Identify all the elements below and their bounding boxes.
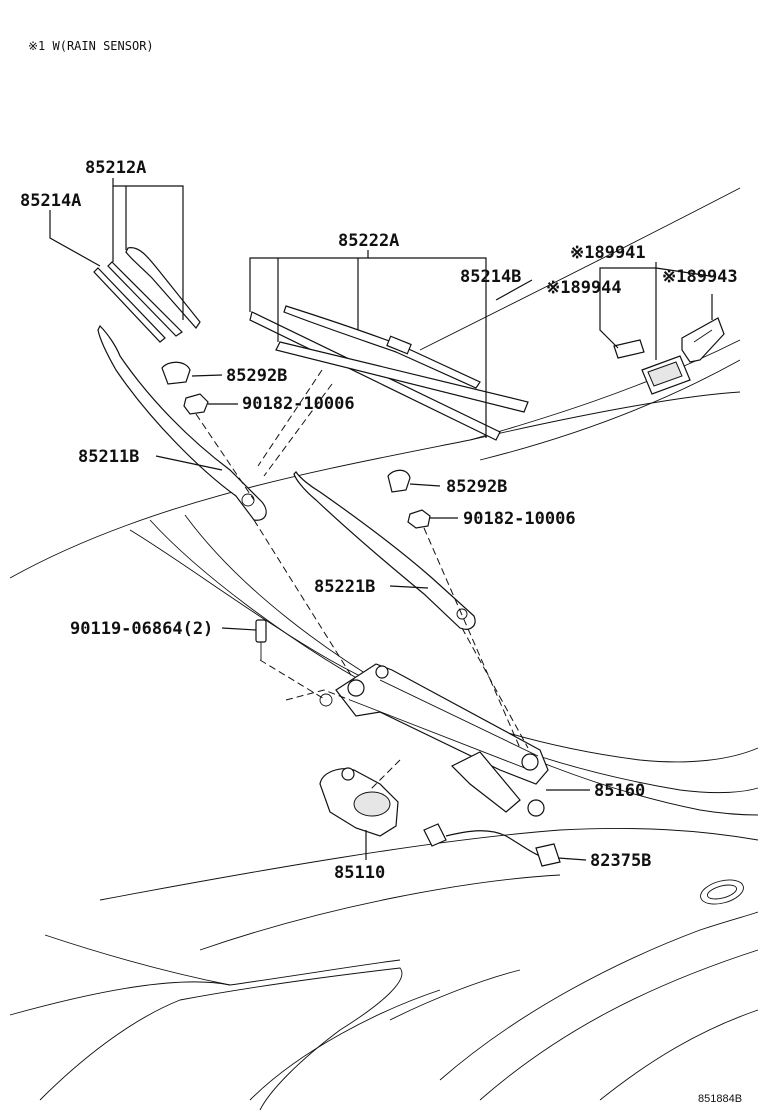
rain-sensor-89944 <box>613 339 645 359</box>
label-90182-10006-2: 90182-10006 <box>463 509 576 529</box>
label-90119-06864: 90119-06864(2) <box>70 619 213 639</box>
label-89944: ※189944 <box>546 278 622 298</box>
leader-lines <box>49 178 713 861</box>
cap-85292B-1 <box>161 361 191 385</box>
label-85214A: 85214A <box>20 191 81 211</box>
label-85211B: 85211B <box>78 447 139 467</box>
nut-90182-10006-1 <box>183 393 209 415</box>
label-85212A: 85212A <box>85 158 146 178</box>
wiper-blade-85222A <box>249 305 529 441</box>
bolt-90119-06864 <box>255 619 267 660</box>
nut-90182-10006-2 <box>407 509 431 529</box>
wiper-arm-85211B <box>97 324 267 521</box>
label-85110: 85110 <box>334 863 385 883</box>
car-body-outline <box>9 187 759 1111</box>
cap-85292B-2 <box>387 469 411 493</box>
label-85222A: 85222A <box>338 231 399 251</box>
label-85160: 85160 <box>594 781 645 801</box>
label-89941: ※189941 <box>570 243 646 263</box>
rain-sensor-89941 <box>641 355 691 395</box>
wiper-arm-85221B <box>293 471 476 630</box>
diagram-reference-id: 851884B <box>698 1093 742 1105</box>
label-85221B: 85221B <box>314 577 375 597</box>
dashed-guide-lines <box>195 369 529 791</box>
rain-sensor-cover-89943 <box>681 317 725 363</box>
label-90182-10006-1: 90182-10006 <box>242 394 355 414</box>
wiper-link-85160 <box>319 663 549 817</box>
note-rain-sensor: ※1 W(RAIN SENSOR) <box>28 39 154 53</box>
label-85292B-1: 85292B <box>226 366 287 386</box>
label-89943: ※189943 <box>662 267 738 287</box>
connector-82375B <box>423 823 561 867</box>
label-85214B: 85214B <box>460 267 521 287</box>
wiper-motor-85110 <box>319 767 399 837</box>
wiper-blade-85212A <box>93 247 201 343</box>
label-85292B-2: 85292B <box>446 477 507 497</box>
label-82375B: 82375B <box>590 851 651 871</box>
